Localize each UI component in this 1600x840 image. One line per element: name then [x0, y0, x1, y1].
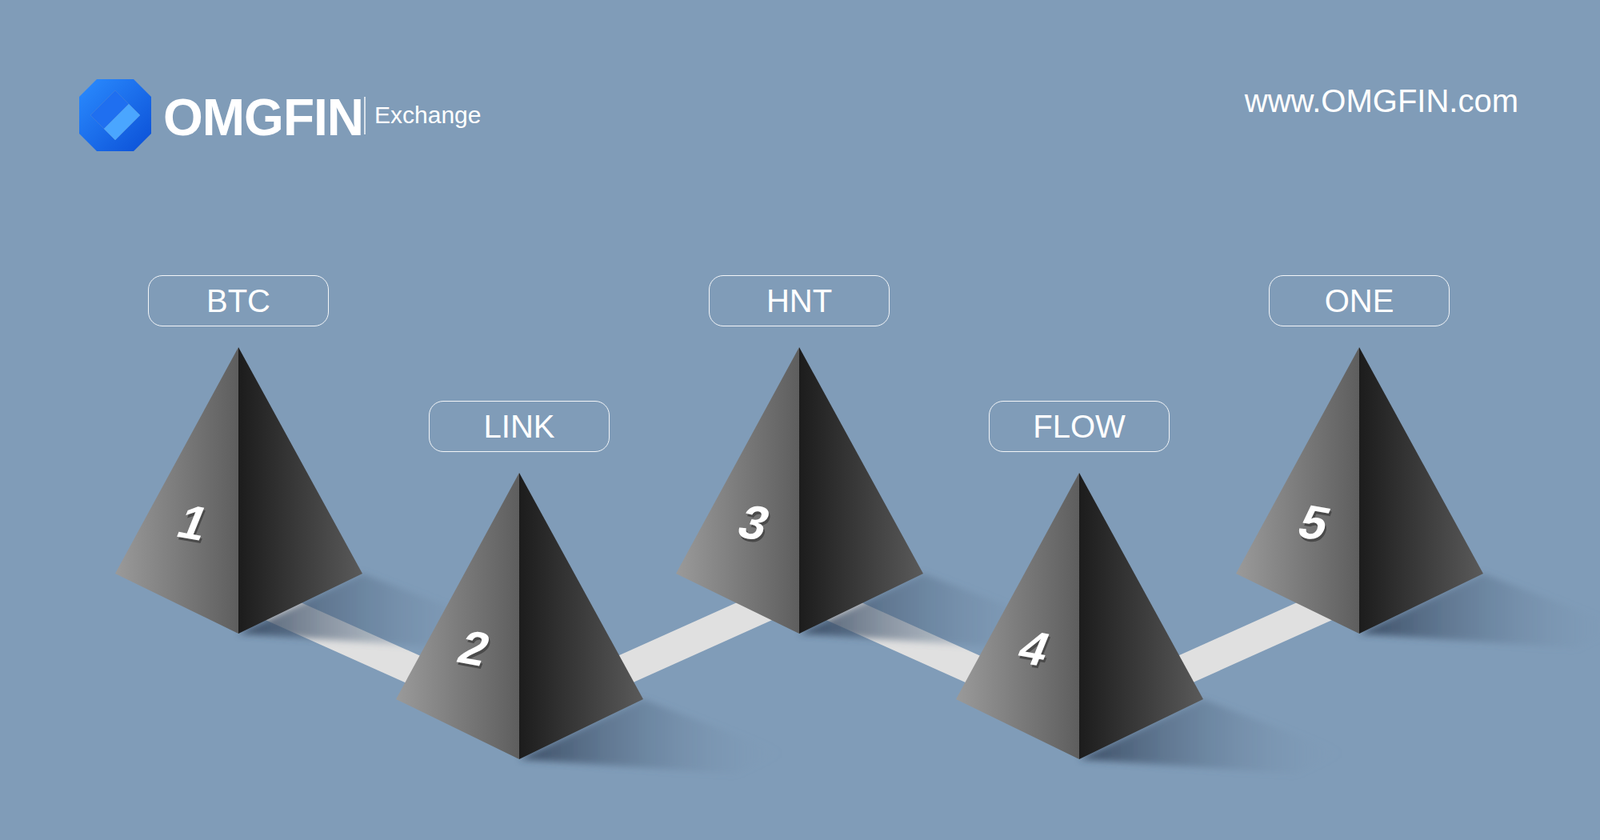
coin-ticker: ONE [1324, 283, 1395, 320]
coin-label-box: BTC [148, 275, 329, 327]
coin-label-box: ONE [1268, 275, 1450, 327]
coin-ticker: FLOW [1032, 408, 1126, 445]
pyramid-shape [1231, 275, 1488, 636]
separator-line [364, 96, 366, 135]
website-url: www.OMGFIN.com [1244, 83, 1519, 120]
coin-ticker: BTC [206, 283, 271, 320]
pyramid-shape [671, 275, 928, 636]
coin-label-box: LINK [428, 400, 610, 452]
pyramid-node: ONE5 [1231, 275, 1488, 636]
pyramid-node: FLOW4 [951, 400, 1208, 761]
coin-label-box: HNT [708, 275, 890, 327]
coin-ticker: LINK [484, 408, 556, 445]
pyramid-node: BTC1 [110, 275, 367, 636]
coin-label-box: FLOW [988, 400, 1170, 452]
pyramid-shape [110, 275, 367, 636]
pyramid-node: HNT3 [671, 275, 928, 636]
pyramid-node: LINK2 [391, 400, 648, 761]
coin-ticker: HNT [766, 283, 832, 320]
brand-subtitle: Exchange [374, 101, 481, 129]
logo-icon [79, 79, 152, 152]
brand-name: OMGFIN [163, 88, 364, 148]
pyramid-shape [391, 400, 648, 761]
pyramid-shape [951, 400, 1208, 761]
